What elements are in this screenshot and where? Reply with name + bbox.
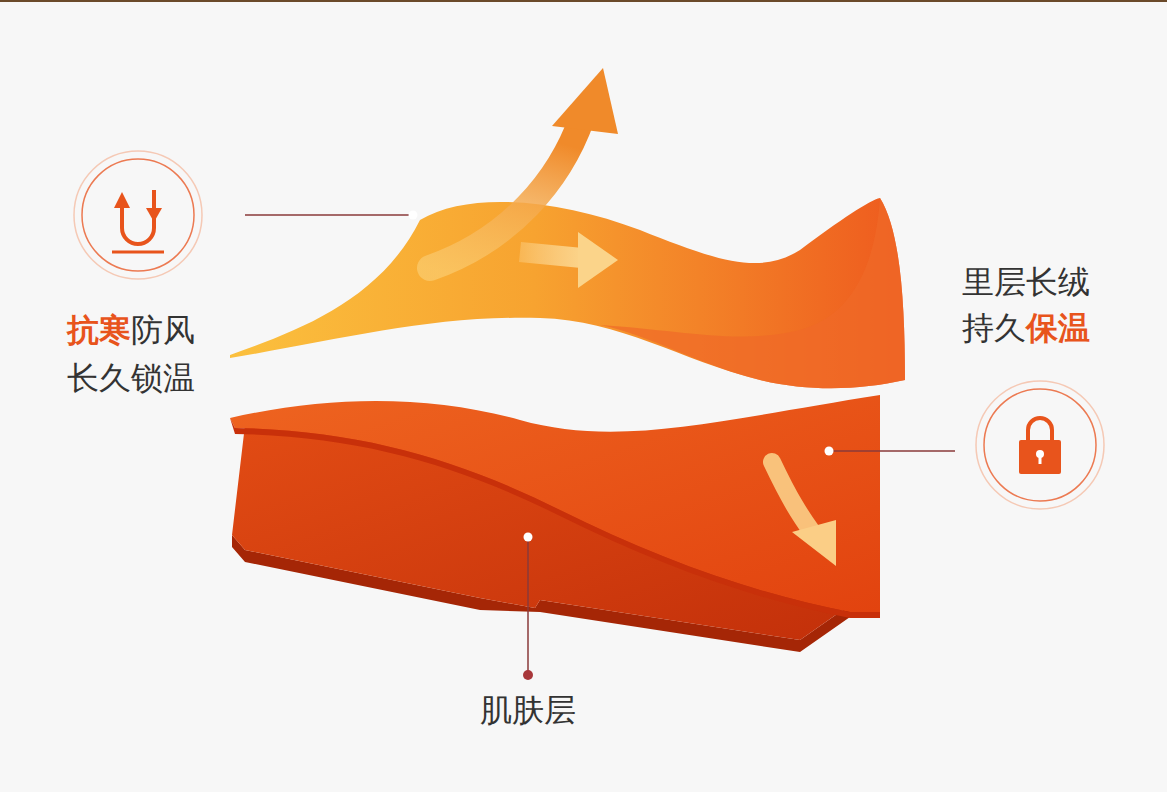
leader-lines xyxy=(245,211,955,681)
feature-label: 肌肤层 xyxy=(480,691,576,729)
label-row: 持久保温 xyxy=(962,308,1090,348)
feature-label: 保温 xyxy=(1026,309,1090,347)
fleece-layer xyxy=(230,395,880,618)
airflow-arrows xyxy=(430,68,836,566)
outer-layer xyxy=(230,198,905,388)
feature-label: 防风 xyxy=(131,311,195,349)
lock-icon xyxy=(976,381,1104,509)
label-row: 里层长绒 xyxy=(962,262,1090,302)
feature-label: 抗寒 xyxy=(67,311,131,349)
top-rule xyxy=(0,0,1167,2)
windproof-icon xyxy=(74,151,202,279)
label-row: 肌肤层 xyxy=(480,690,576,730)
feature-label: 持久 xyxy=(962,309,1026,347)
label-row: 抗寒防风 xyxy=(67,310,195,350)
label-row: 长久锁温 xyxy=(67,358,195,398)
feature-label: 长久锁温 xyxy=(67,359,195,397)
feature-label: 里层长绒 xyxy=(962,263,1090,301)
